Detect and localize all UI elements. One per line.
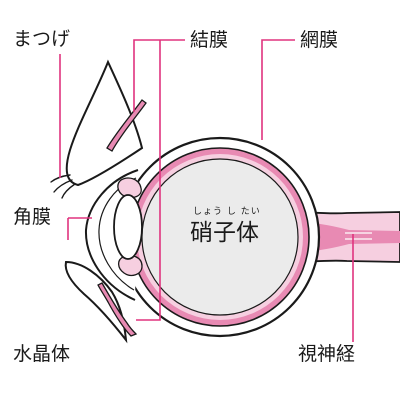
- conjunctiva-upper: [106, 99, 147, 152]
- label-lens: 水晶体: [13, 343, 71, 365]
- label-retina: 網膜: [300, 29, 339, 51]
- label-cornea: 角膜: [13, 206, 52, 228]
- label-optic-nerve: 視神経: [298, 343, 356, 365]
- lower-eyelid: [64, 260, 128, 344]
- leader-conjunctiva-lower: [136, 40, 161, 321]
- leader-lines: [59, 39, 354, 342]
- label-conjunctiva: 結膜: [190, 29, 229, 51]
- label-eyelash: まつげ: [13, 28, 71, 50]
- iris-upper: [117, 177, 142, 199]
- conjunctiva-lower: [97, 282, 138, 337]
- label-vitreous: 硝子体: [190, 220, 259, 246]
- iris-lower: [117, 254, 143, 277]
- leader-retina: [261, 39, 295, 140]
- label-vitreous-reading: しょう し たい: [193, 207, 261, 217]
- crystalline-lens: [113, 194, 143, 260]
- leader-conjunctiva: [133, 39, 185, 112]
